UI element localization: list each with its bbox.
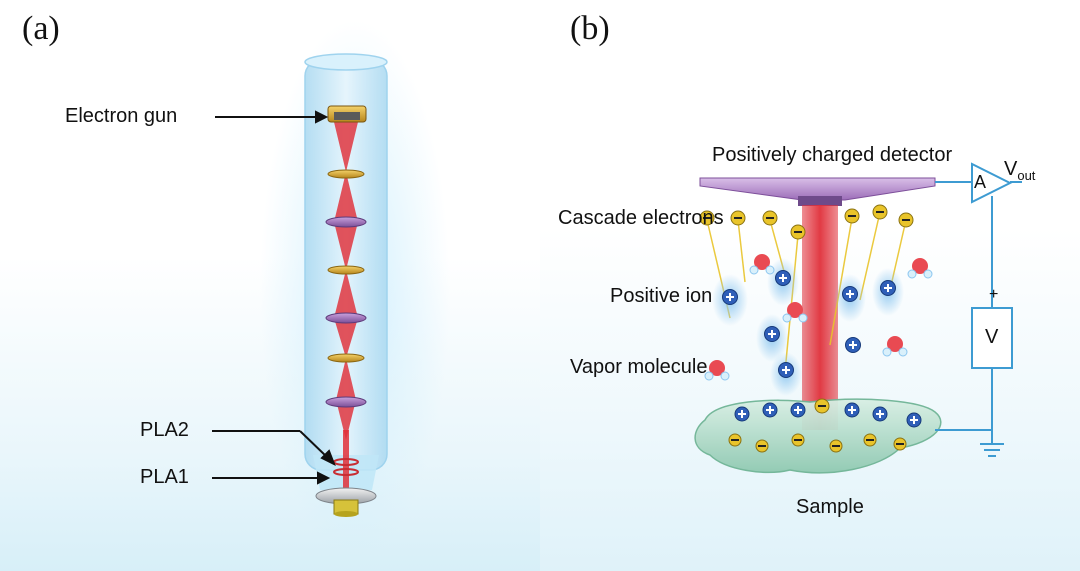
label-pla1: PLA1 (140, 466, 189, 488)
surface-electron-signs (731, 439, 904, 447)
label-pla2: PLA2 (140, 419, 189, 441)
lens-5 (327, 353, 365, 363)
pla1-aperture (333, 468, 359, 476)
vapor-molecules (704, 254, 933, 381)
lens-1 (327, 169, 365, 179)
lens-6 (325, 396, 367, 408)
voltage-plus-label: + (989, 286, 999, 303)
surface-ion-signs (738, 406, 918, 424)
lens-4 (325, 312, 367, 324)
detector-tip (798, 196, 842, 206)
label-electron-gun: Electron gun (65, 105, 178, 127)
esem-detection-illustration (694, 162, 1022, 474)
voltage-source-symbol (971, 307, 1013, 369)
lens-3 (327, 265, 365, 275)
vout-subscript: out (1017, 168, 1036, 183)
panel-b-label: (b) (570, 10, 610, 47)
electron-gun (327, 105, 367, 123)
electron-beam (334, 122, 358, 440)
detector-plate (699, 177, 936, 201)
beam-lower (343, 430, 349, 495)
positive-ion-signs (726, 274, 892, 374)
label-vapor-molecule: Vapor molecule (570, 356, 708, 378)
panel-b: (b) (540, 0, 1080, 571)
circuit-wires (935, 181, 1022, 457)
voltage-label: V (985, 326, 999, 348)
panel-a-label: (a) (22, 10, 60, 47)
column-top-rim (304, 53, 388, 71)
electron-beam-b (802, 205, 838, 430)
vout-symbol: V (1004, 158, 1018, 180)
amplifier-label: A (974, 172, 987, 192)
cascade-electron-signs (703, 211, 910, 407)
vout-label: Vout (1004, 158, 1035, 183)
panel-a: (a) (0, 0, 540, 571)
amplifier-symbol (971, 162, 1013, 204)
label-cascade-electrons: Cascade electrons (558, 207, 724, 229)
microscope-column-illustration (212, 20, 450, 560)
label-detector: Positively charged detector (712, 144, 953, 166)
label-sample: Sample (796, 496, 864, 518)
lens-2 (325, 216, 367, 228)
legend-vapor-molecule (704, 360, 730, 381)
label-positive-ion: Positive ion (610, 285, 713, 307)
